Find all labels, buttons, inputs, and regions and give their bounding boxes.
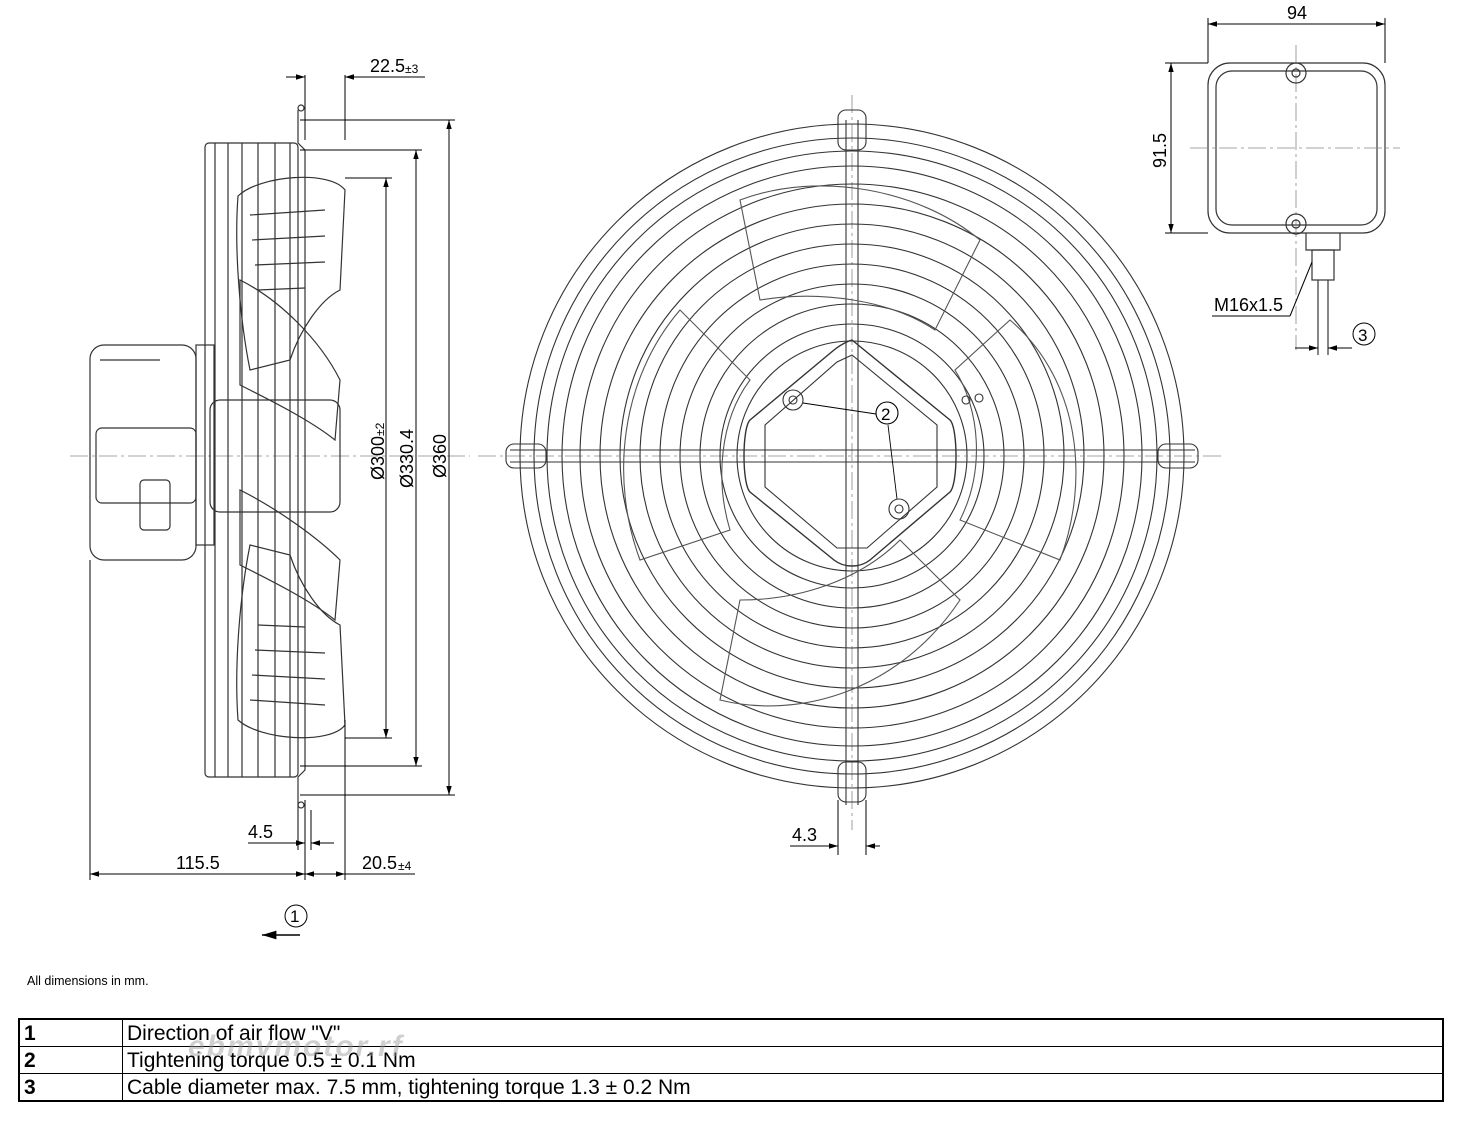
dim-dia-360: Ø360 [430, 434, 450, 478]
dim-4-3: 4.3 [792, 825, 817, 845]
terminal-box-dimensions [1165, 18, 1386, 351]
units-note: All dimensions in mm. [27, 974, 149, 988]
dim-22-5: 22.5 [370, 56, 405, 76]
side-dimensions [89, 74, 455, 940]
callout-2: 2 [881, 405, 890, 424]
legend-row: 2 Tightening torque 0.5 ± 0.1 Nm [18, 1046, 1444, 1074]
legend-number: 2 [18, 1046, 123, 1074]
front-dimension-text: 4.3 2 [792, 405, 890, 845]
legend-text: Tightening torque 0.5 ± 0.1 Nm [122, 1046, 1444, 1074]
dim-20-5: 20.5 [362, 853, 397, 873]
dim-115-5: 115.5 [176, 853, 220, 873]
legend-row: 1 Direction of air flow "V" [18, 1018, 1444, 1047]
callout-3: 3 [1358, 326, 1367, 345]
legend-row: 3 Cable diameter max. 7.5 mm, tightening… [18, 1073, 1444, 1102]
dim-dia-300: Ø300±2 [368, 422, 388, 480]
dim-thread: M16x1.5 [1214, 295, 1283, 315]
technical-drawing: 22.5 ±3 Ø300±2 Ø330.4 Ø360 4.5 115.5 20.… [70, 3, 1400, 940]
dim-94: 94 [1287, 3, 1307, 23]
side-dimension-text: 22.5 ±3 Ø300±2 Ø330.4 Ø360 4.5 115.5 20.… [176, 56, 450, 926]
legend-text: Cable diameter max. 7.5 mm, tightening t… [122, 1073, 1444, 1102]
legend-number: 1 [18, 1018, 123, 1047]
terminal-box-view [1190, 45, 1400, 355]
front-dimensions [790, 800, 880, 855]
dim-91-5: 91.5 [1150, 133, 1170, 168]
dim-4-5: 4.5 [248, 822, 273, 842]
front-view [478, 95, 1225, 830]
callout-1: 1 [290, 907, 299, 926]
dim-22-5-tol: ±3 [405, 62, 419, 76]
legend-text: Direction of air flow "V" [122, 1018, 1444, 1047]
legend-table: 1 Direction of air flow "V" 2 Tightening… [18, 1018, 1444, 1102]
dim-20-5-tol: ±4 [398, 859, 412, 873]
side-view [70, 104, 470, 810]
dim-dia-330: Ø330.4 [397, 429, 417, 488]
terminal-box-dimension-text: 94 91.5 M16x1.5 3 [1150, 3, 1367, 345]
legend-number: 3 [18, 1073, 123, 1102]
